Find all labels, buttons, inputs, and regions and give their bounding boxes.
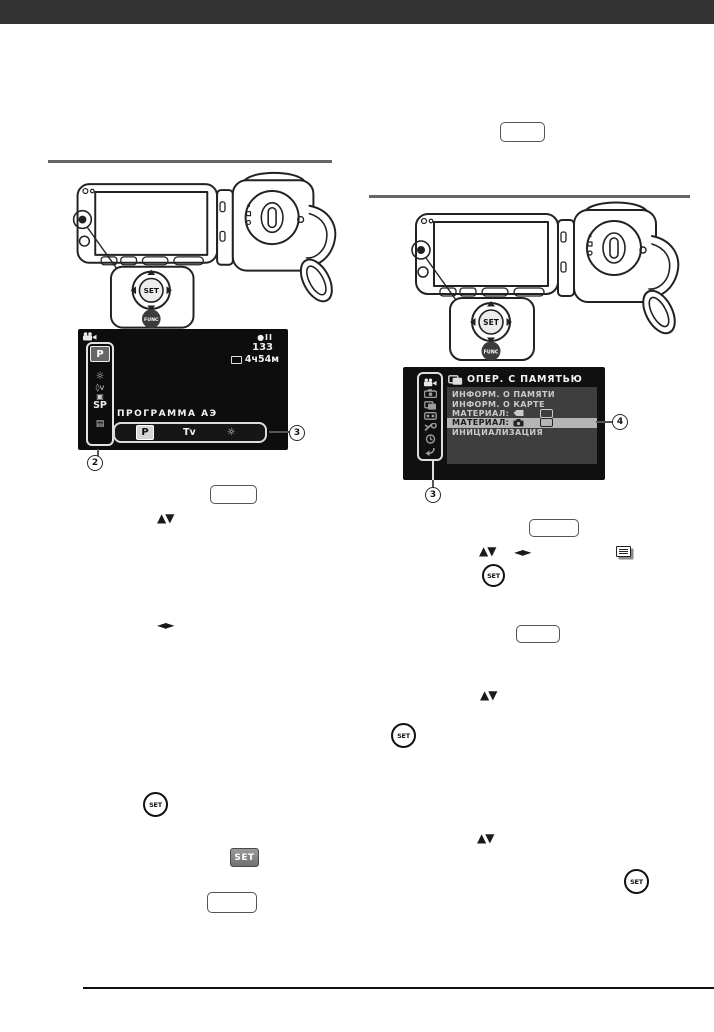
media-slot-icon bbox=[540, 408, 554, 418]
setup-menu-panel: ИНФОРМ. О ПАМЯТИ ИНФОРМ. О КАРТЕ МАТЕРИА… bbox=[447, 387, 597, 464]
movie-mode-icon bbox=[83, 332, 97, 341]
option-shutter-priority: Tv bbox=[183, 427, 196, 438]
still-camera-tab-icon bbox=[423, 389, 437, 399]
func-menu-sidebar: P ☼ ◊v ▣ SP ▤ bbox=[86, 342, 114, 446]
joystick-set-label: SET bbox=[144, 286, 159, 295]
white-balance-icon: ☼ bbox=[95, 371, 105, 382]
func-button-outline bbox=[529, 519, 579, 537]
callout-line-3-left bbox=[269, 431, 290, 433]
set-button-icon: SET bbox=[624, 869, 649, 894]
callout-line-2 bbox=[97, 449, 99, 456]
joystick-up-down-icon: ▲▼ bbox=[477, 831, 494, 845]
joystick-left-right-icon: ◄► bbox=[514, 545, 531, 559]
digital-effect-icon: ▣ bbox=[96, 391, 104, 401]
movies-media-icon bbox=[513, 409, 524, 417]
system-setup-tab-icon bbox=[423, 422, 437, 432]
camcorder-illustration-right: SET FUNC bbox=[411, 201, 680, 361]
callout-number-4: 4 bbox=[612, 414, 628, 430]
menu-item-memory-info: ИНФОРМ. О ПАМЯТИ bbox=[452, 390, 555, 400]
recording-mode-label: SP bbox=[93, 399, 107, 411]
option-program: P bbox=[136, 425, 154, 440]
func-button-outline bbox=[500, 122, 545, 142]
lcd-screen-func-menu: ●II 133 4ч54м P ☼ ◊v ▣ SP ▤ ПРОГРАММА АЭ… bbox=[78, 329, 288, 450]
remaining-time: 4ч54м bbox=[230, 354, 279, 365]
setup-menu-tabs bbox=[417, 372, 443, 461]
photo-counter: 133 bbox=[252, 342, 273, 353]
remaining-time-value: 4ч54м bbox=[244, 354, 279, 365]
record-pause-indicator: ●II bbox=[257, 333, 273, 342]
func-button-outline bbox=[207, 892, 257, 913]
setup-menu-title: ОПЕР. С ПАМЯТЬЮ bbox=[467, 374, 583, 385]
media-slot-icon bbox=[540, 418, 554, 428]
option-aperture-icon: ☼ bbox=[226, 427, 236, 438]
return-tab-icon bbox=[424, 447, 436, 456]
joystick-left-right-icon: ◄► bbox=[157, 618, 174, 632]
date-time-tab-icon bbox=[425, 434, 436, 444]
camcorder-illustration-left: SET FUNC bbox=[72, 171, 337, 329]
section-rule-left bbox=[48, 160, 332, 163]
cassette-tab-icon bbox=[423, 412, 437, 420]
camcorder-tab-icon bbox=[423, 377, 437, 387]
setup-menu-icon: ▤ bbox=[95, 418, 105, 429]
memory-icon bbox=[230, 355, 242, 364]
memory-operations-icon bbox=[448, 374, 463, 385]
photos-media-icon bbox=[513, 418, 524, 427]
callout-line-3-right bbox=[432, 480, 434, 487]
program-ae-badge: P bbox=[90, 346, 110, 362]
joystick-up-down-icon: ▲▼ bbox=[479, 544, 496, 558]
memory-operations-tab-icon bbox=[423, 400, 437, 410]
callout-line-4 bbox=[596, 421, 613, 423]
joystick-up-down-icon: ▲▼ bbox=[157, 511, 174, 525]
menu-item-media-photos-selected: МАТЕРИАЛ: bbox=[447, 418, 597, 428]
callout-number-2: 2 bbox=[87, 455, 103, 471]
setup-menu-header: ОПЕР. С ПАМЯТЬЮ bbox=[448, 374, 583, 385]
menu-item-initialize: ИНИЦИАЛИЗАЦИЯ bbox=[452, 427, 544, 437]
func-menu-icon bbox=[616, 546, 631, 557]
callout-line-3-right-inner bbox=[432, 461, 434, 480]
menu-item-label: МАТЕРИАЛ: bbox=[452, 408, 510, 418]
func-button-label: FUNC bbox=[484, 350, 499, 356]
menu-item-media-movies: МАТЕРИАЛ: bbox=[447, 408, 597, 418]
footer-rule bbox=[83, 987, 714, 989]
menu-item-label: МАТЕРИАЛ: bbox=[452, 418, 510, 428]
set-button-icon: SET bbox=[482, 564, 505, 587]
joystick-set-label: SET bbox=[483, 318, 500, 327]
callout-number-3-right: 3 bbox=[425, 487, 441, 503]
menu-item-card-info: ИНФОРМ. О КАРТЕ bbox=[452, 399, 545, 409]
func-button-label: FUNC bbox=[144, 317, 159, 323]
func-button-outline bbox=[516, 625, 560, 643]
func-button-outline bbox=[210, 485, 257, 504]
lcd-screen-setup-menu: ОПЕР. С ПАМЯТЬЮ ИНФОРМ. О ПАМЯТИ ИНФОРМ.… bbox=[403, 367, 605, 480]
image-effect-icon: ◊v bbox=[95, 382, 105, 392]
program-ae-options-bar: P Tv ☼ bbox=[113, 422, 267, 443]
joystick-up-down-icon: ▲▼ bbox=[480, 688, 497, 702]
page-header-bar bbox=[0, 0, 714, 24]
selected-function-label: ПРОГРАММА АЭ bbox=[117, 409, 218, 419]
callout-number-3-left: 3 bbox=[289, 425, 305, 441]
section-rule-right bbox=[369, 195, 690, 198]
set-key-badge: SET bbox=[230, 848, 259, 867]
set-button-icon: SET bbox=[391, 723, 416, 748]
set-button-icon: SET bbox=[143, 792, 168, 817]
